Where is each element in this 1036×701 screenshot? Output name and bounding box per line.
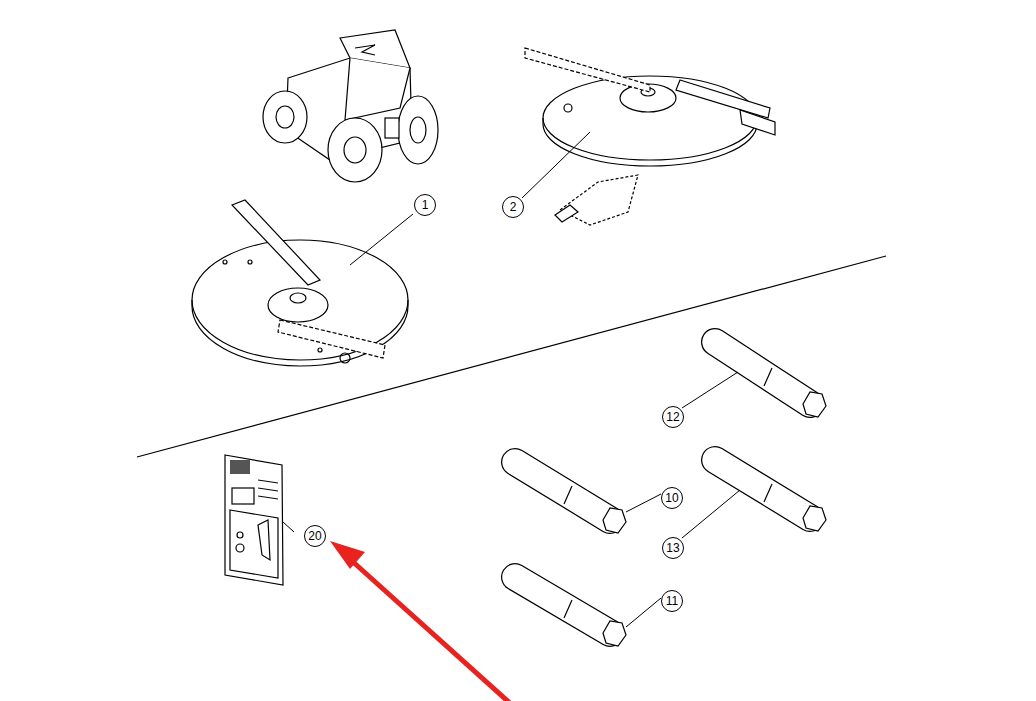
callout-number: 13 [662, 537, 684, 559]
decal-sheet [225, 455, 283, 585]
callout-number: 2 [502, 196, 524, 218]
pin-drawing [515, 342, 826, 646]
leader-line [283, 132, 740, 627]
mower-disc [192, 200, 408, 366]
callout-number: 1 [414, 194, 436, 216]
red-arrow [330, 541, 512, 701]
callout-number: 10 [661, 487, 683, 509]
callout-number: 12 [662, 406, 684, 428]
tractor-drawing [263, 30, 438, 182]
mower-disc [525, 48, 775, 225]
callout-number: 11 [661, 590, 683, 612]
callout-number: 20 [304, 525, 326, 547]
